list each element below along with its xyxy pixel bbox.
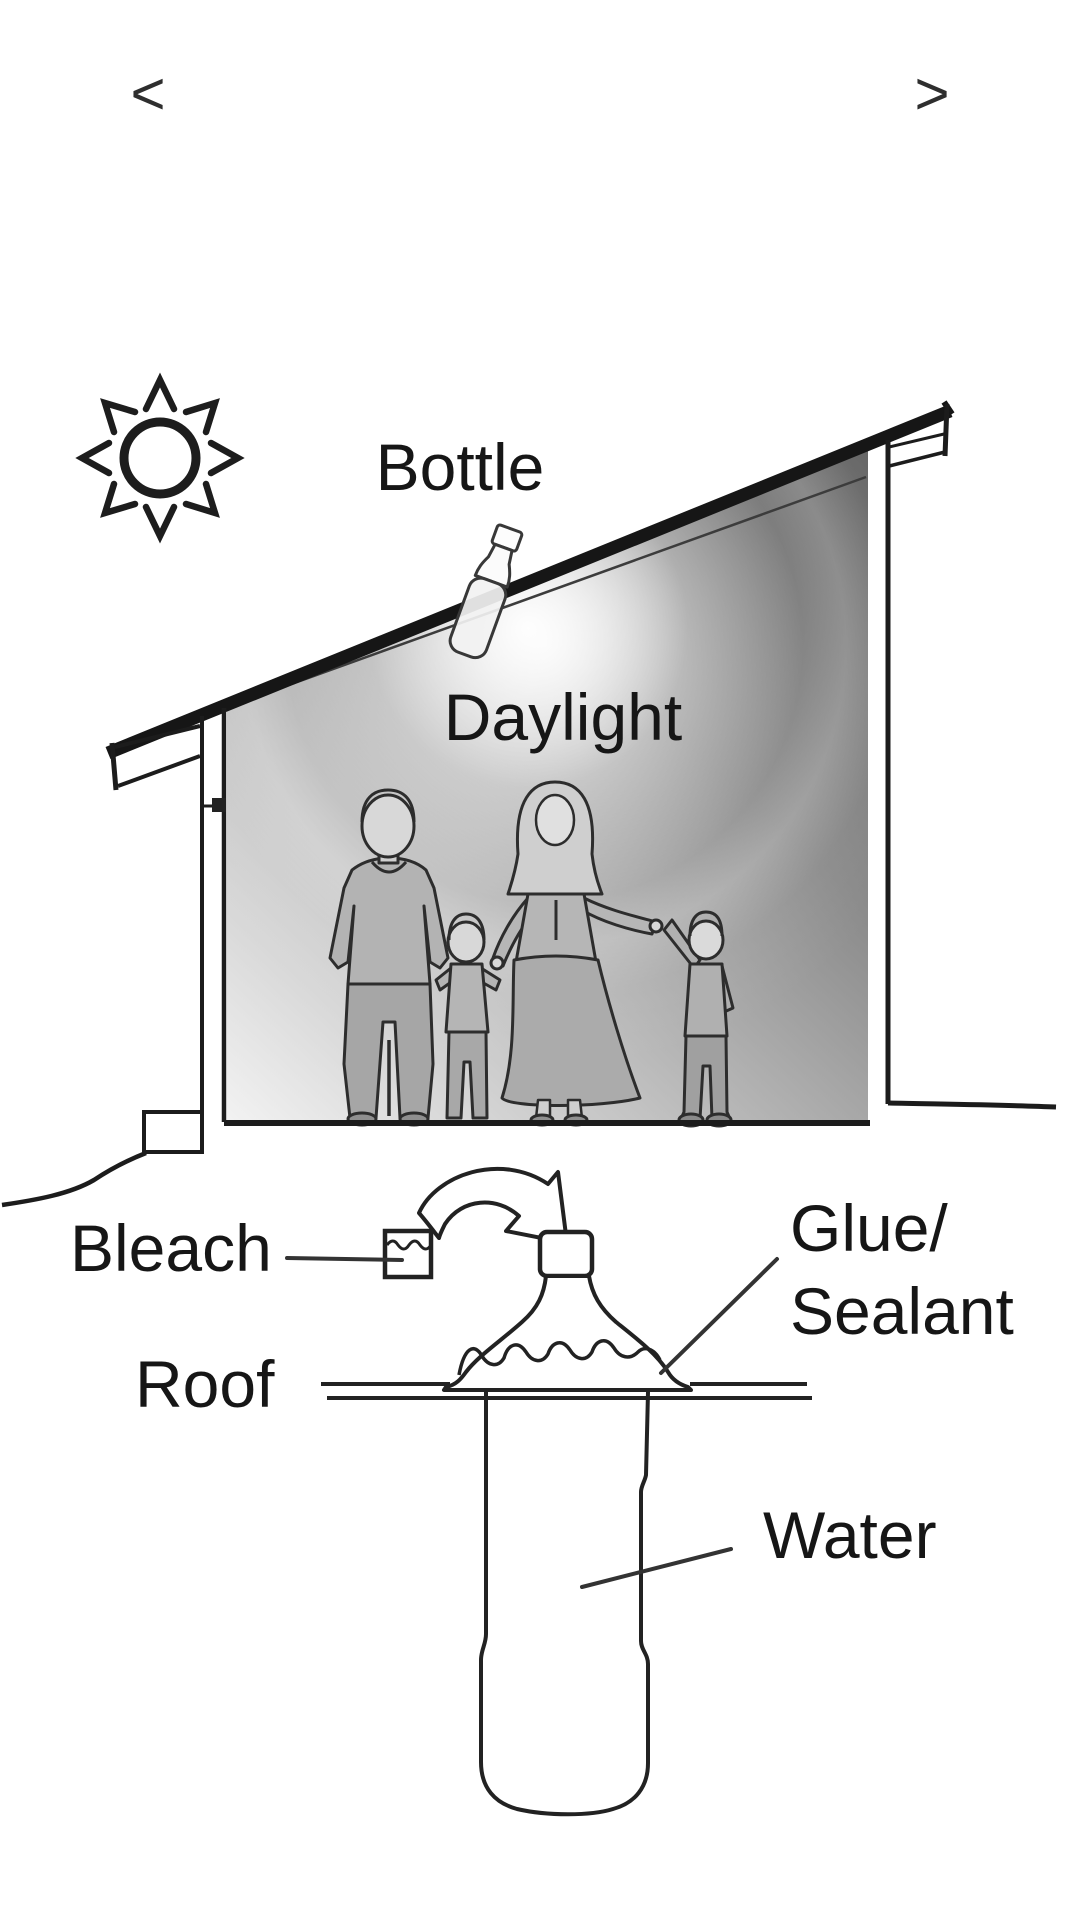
boy-figure: [434, 912, 502, 1120]
sealant-wave: [457, 1339, 662, 1376]
left-eave: [114, 724, 201, 749]
man-figure: [328, 788, 450, 1127]
bleach-leader: [285, 1256, 404, 1262]
label-glue-line1: Glue/: [790, 1191, 948, 1265]
detail-bottle: [321, 1229, 812, 1817]
label-glue-line2: Sealant: [790, 1274, 1014, 1348]
label-bottle: Bottle: [376, 430, 545, 504]
chevron-left-icon: <: [130, 60, 166, 127]
leader-lines: [285, 1256, 779, 1589]
ground-line-right: [887, 1100, 1057, 1110]
woman-figure: [489, 780, 664, 1127]
glue-leader: [659, 1257, 779, 1375]
prev-image-button[interactable]: <: [112, 52, 184, 136]
label-bleach: Bleach: [70, 1211, 272, 1285]
bleach-container: [382, 1228, 434, 1280]
chevron-right-icon: >: [914, 60, 950, 127]
ceiling-line: [235, 475, 867, 706]
next-image-button[interactable]: >: [896, 52, 968, 136]
detail-bottle-body: [479, 1391, 650, 1817]
detail-bottle-cap: [537, 1229, 595, 1279]
label-roof: Roof: [135, 1347, 275, 1421]
foundation-block: [142, 1110, 204, 1154]
detail-roof-lines: [321, 1382, 812, 1400]
ground-line-left: [1, 1150, 147, 1208]
house-structure: [1, 403, 1057, 1208]
child-figure: [662, 910, 735, 1128]
sun-icon: [75, 372, 245, 544]
roof-bottle: [448, 523, 524, 660]
water-leader: [580, 1547, 733, 1589]
family-figures: [328, 780, 735, 1128]
label-daylight: Daylight: [444, 680, 682, 754]
curved-arrow-icon: [417, 1166, 569, 1245]
glue-mound: [442, 1274, 693, 1392]
label-water: Water: [763, 1498, 937, 1572]
